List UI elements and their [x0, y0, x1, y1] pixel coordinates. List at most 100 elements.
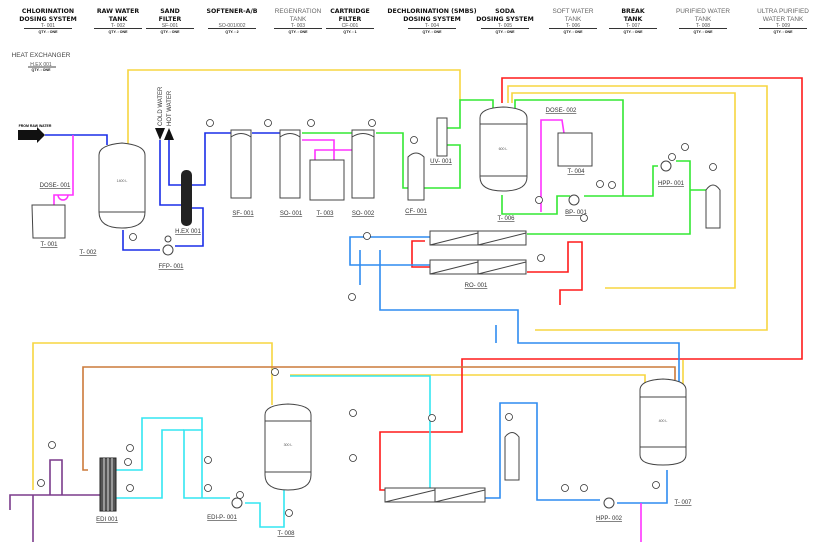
schedule-title: CARTRIDGE	[330, 8, 370, 15]
pressure-gauge-icon	[204, 484, 212, 492]
hex-header-title: HEAT EXCHANGER	[12, 52, 71, 59]
schedule-title: SOFT WATER	[552, 8, 593, 15]
t-001-label: T- 001	[40, 242, 58, 248]
schedule-title: CHLORINATION	[22, 8, 74, 15]
schedule-tag: SF-001	[162, 23, 179, 29]
cf-001-label: CF- 001	[405, 209, 427, 215]
bp-001-label: BP- 001	[565, 210, 587, 216]
yellow-return-line-ro	[507, 85, 768, 331]
t-006-tank	[479, 106, 528, 192]
pressure-gauge-icon	[505, 413, 513, 421]
schedule-qty: QTY. : ONE	[39, 30, 59, 34]
yellow-line-to-t007	[290, 374, 646, 385]
schedule-title: REGENRATION	[275, 8, 322, 15]
pressure-gauge-icon	[285, 509, 293, 517]
t-006-label: T- 006	[497, 216, 515, 222]
schedule-qty: QTY. : ONE	[624, 30, 644, 34]
sf-001-vessel	[230, 129, 252, 199]
pressure-gauge-icon	[129, 233, 137, 241]
edi-001-module	[99, 457, 117, 512]
red-reject-line-bottom	[379, 395, 463, 491]
pressure-gauge-icon	[37, 479, 45, 487]
ffp-001-motor-icon	[164, 235, 172, 243]
edi-p-001-label: EDI-P- 001	[207, 515, 237, 521]
equipment: FROM RAW WATER COLD WATER HOT WATER DOSE…	[18, 86, 721, 537]
schedule-title: DOSING SYSTEM	[19, 16, 77, 23]
pressure-gauge-icon	[410, 136, 418, 144]
micron-filter-vessel	[705, 184, 721, 229]
cold-water-line	[159, 140, 181, 206]
ro-permeate-header	[349, 236, 430, 266]
schedule-title: TANK	[290, 16, 307, 23]
pressure-gauges	[37, 119, 717, 517]
hpp-to-ro-line	[527, 160, 691, 235]
schedule-qty: QTY. : ONE	[289, 30, 309, 34]
raw-tank-outlet-line	[122, 230, 160, 251]
t-003-label: T- 003	[316, 211, 334, 217]
edi-p-001-pump	[231, 497, 243, 509]
hex-header: HEAT EXCHANGER H.EX 001 QTY. : ONE	[12, 52, 71, 72]
t-002-label: T- 002	[79, 250, 97, 256]
dose-001-pump-icon	[57, 194, 69, 201]
pipelines	[9, 69, 803, 542]
hot-water-label: HOT WATER	[167, 90, 173, 126]
pressure-gauge-icon	[537, 254, 545, 262]
pressure-gauge-icon	[307, 119, 315, 127]
hex-001-label: H.EX 001	[175, 229, 201, 235]
schedule-qty: QTY. : ONE	[423, 30, 443, 34]
pressure-gauge-icon	[681, 143, 689, 151]
schedule-tag: T- 006	[566, 23, 580, 29]
uv-001-label: UV- 001	[430, 159, 452, 165]
red-concentrate-line	[411, 240, 430, 268]
inlet-arrow-icon	[18, 127, 45, 143]
red-return-line	[461, 77, 803, 395]
hot-water-arrow-icon	[164, 128, 174, 140]
schedule-qty: QTY. : 1	[343, 30, 356, 34]
pressure-gauge-icon	[608, 181, 616, 189]
pressure-gauge-icon	[709, 163, 717, 171]
schedule-title: PURIFIED WATER	[676, 8, 730, 15]
t007-outlet-line	[617, 470, 668, 504]
polishing-membrane	[384, 487, 486, 503]
pressure-gauge-icon	[271, 368, 279, 376]
pressure-gauge-icon	[264, 119, 272, 127]
schedule-qty: QTY. : ONE	[496, 30, 516, 34]
t-002-tank	[98, 142, 146, 229]
schedule-tag: T- 002	[111, 23, 125, 29]
bp-001-pump	[568, 194, 580, 206]
schedule-tag: T- 004	[425, 23, 439, 29]
pressure-gauge-icon	[580, 214, 588, 222]
schedule-title: SOFTENER-A/B	[207, 8, 258, 15]
t-007-capacity: 400 L	[659, 419, 668, 423]
dose-001-label: DOSE- 001	[40, 183, 71, 189]
pressure-gauge-icon	[652, 481, 660, 489]
schedule-title: DOSING SYSTEM	[403, 16, 461, 23]
sf-001-label: SF- 001	[232, 211, 254, 217]
schedule-title: TANK	[109, 16, 128, 23]
uv-to-tank-line	[447, 99, 494, 129]
ffp-001-pump	[162, 244, 174, 256]
schedule-qty: QTY. : ONE	[774, 30, 794, 34]
hex-001-exchanger	[181, 170, 192, 226]
ffp-discharge-line	[175, 207, 204, 247]
schedule-qty: QTY. : ONE	[564, 30, 584, 34]
schedule-title: FILTER	[339, 16, 362, 23]
pressure-gauge-icon	[48, 441, 56, 449]
pressure-gauge-icon	[561, 484, 569, 492]
pressure-gauge-icon	[349, 409, 357, 417]
yellow-return-line-top	[127, 69, 461, 145]
red-reject-line	[527, 241, 583, 305]
t-006-capacity: 600 L	[499, 147, 508, 151]
schedule-tag: T- 005	[498, 23, 512, 29]
cold-water-label: COLD WATER	[158, 86, 164, 126]
pressure-gauge-icon	[236, 491, 244, 499]
cold-water-arrow-icon	[155, 128, 165, 140]
pressure-gauge-icon	[349, 454, 357, 462]
